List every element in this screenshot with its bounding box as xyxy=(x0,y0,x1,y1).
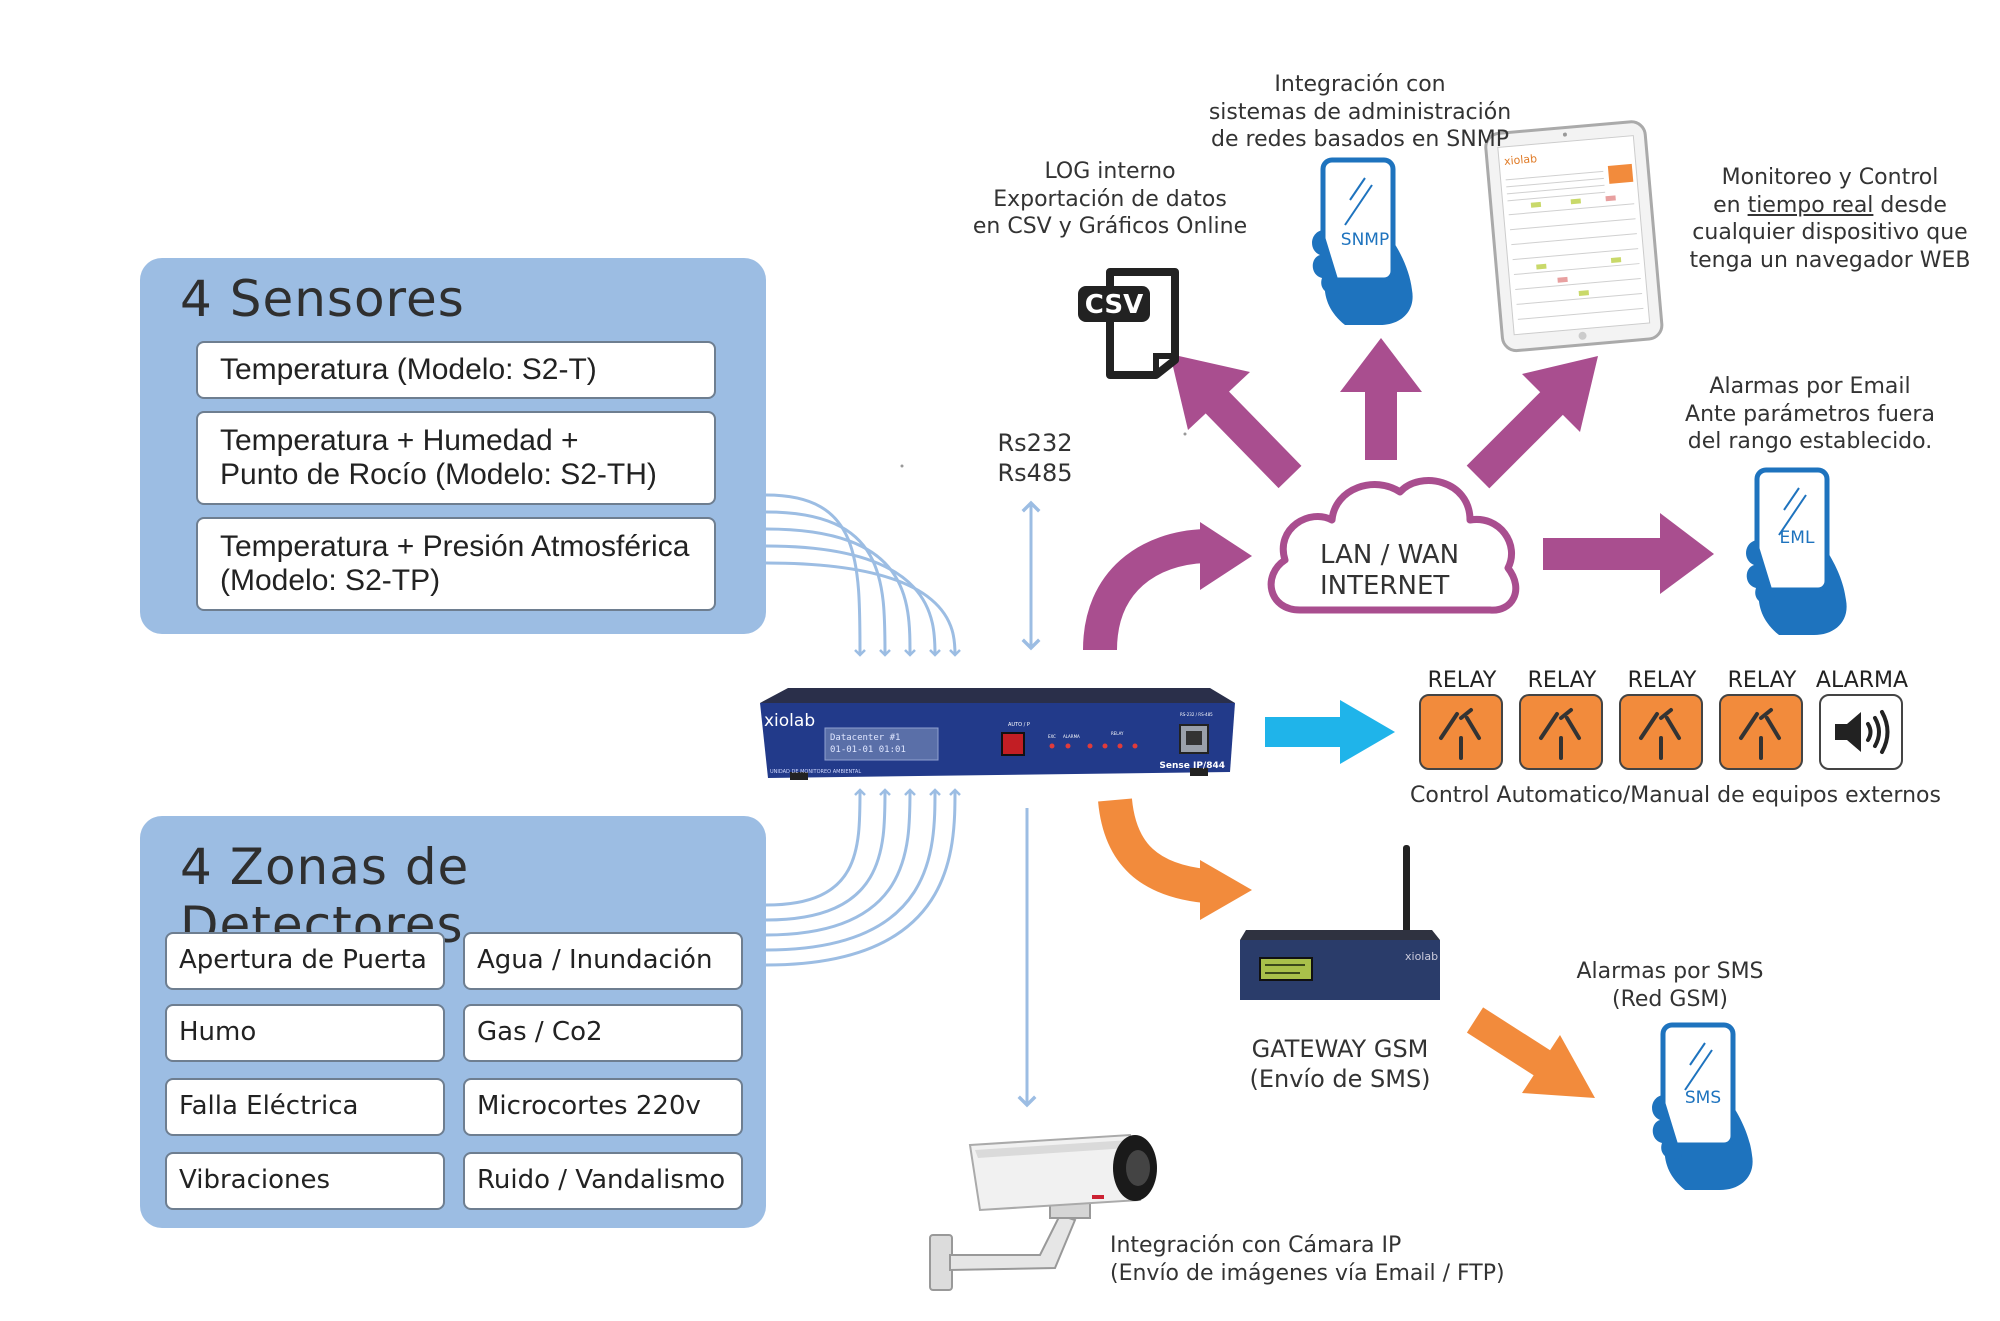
serial-rs232: Rs232 xyxy=(997,429,1073,457)
relays-caption: Control Automatico/Manual de equipos ext… xyxy=(1410,783,1941,808)
detector-item: Humo xyxy=(165,1004,445,1062)
detector-item: Falla Eléctrica xyxy=(165,1078,445,1136)
sensor-item-label: Temperatura + Humedad + xyxy=(220,423,579,457)
relay-switch-icon xyxy=(1419,694,1503,770)
tablet-brand-text: xiolab xyxy=(1503,152,1537,168)
sms-phone-text: SMS xyxy=(1685,1088,1721,1108)
purple-arrow-to-email xyxy=(1543,513,1714,594)
web-label: Monitoreo y Control en tiempo real desde… xyxy=(1689,165,1971,273)
relay-title: RELAY xyxy=(1427,668,1497,693)
sensors-title: 4 Sensores xyxy=(180,270,465,328)
detector-connection-lines xyxy=(765,788,961,967)
purple-curved-arrow-to-cloud xyxy=(1083,522,1252,651)
lcd-line-1: Datacenter #1 xyxy=(830,733,900,743)
cloud-icon xyxy=(1267,477,1520,614)
purple-arrow-to-snmp xyxy=(1340,338,1422,460)
detector-item: Microcortes 220v xyxy=(463,1078,743,1136)
device-model-text: Sense IP/844 xyxy=(1159,761,1225,771)
detector-item: Gas / Co2 xyxy=(463,1004,743,1062)
email-phone-hand-icon: EML xyxy=(1746,467,1847,635)
sensor-item-label: Temperatura + Presión Atmosférica xyxy=(220,529,690,563)
serial-rs485: Rs485 xyxy=(997,459,1073,487)
gsm-gateway-device: xiolab xyxy=(1240,845,1440,1000)
sensor-item-s2-t: Temperatura (Modelo: S2-T) xyxy=(196,341,716,399)
relay-title: RELAY xyxy=(1727,668,1797,693)
camera-label: Integración con Cámara IP (Envío de imág… xyxy=(1110,1233,1505,1286)
relay-switch-icon xyxy=(1619,694,1703,770)
snmp-phone-hand-icon: SNMP xyxy=(1312,157,1413,325)
detector-item: Vibraciones xyxy=(165,1152,445,1210)
orange-arrow-to-sms xyxy=(1466,1007,1595,1098)
sms-phone-hand-icon: SMS xyxy=(1652,1022,1753,1190)
sms-label: Alarmas por SMS (Red GSM) xyxy=(1576,959,1764,1012)
device-brand-text: xiolab xyxy=(764,711,815,731)
serial-label: Rs232 Rs485 xyxy=(995,428,1075,488)
device-port-label: RS-232 / RS-485 xyxy=(1180,712,1213,717)
snmp-label: Integración con sistemas de administraci… xyxy=(1208,72,1512,152)
purple-arrow-to-web xyxy=(1466,356,1598,489)
relay-switch-icon xyxy=(1719,694,1803,770)
purple-arrow-to-csv xyxy=(1170,354,1302,489)
cyan-arrow-to-relays xyxy=(1265,700,1395,764)
speaker-icon xyxy=(1819,694,1903,770)
gateway-brand-text: xiolab xyxy=(1405,950,1438,963)
ip-camera-icon xyxy=(929,1133,1157,1291)
dot-mark xyxy=(900,464,904,468)
cloud-label: LAN / WAN INTERNET xyxy=(1320,540,1460,602)
sensor-item-label: (Modelo: S2-TP) xyxy=(220,564,441,597)
relay-switch-icon xyxy=(1519,694,1603,770)
device-subtitle-text: UNIDAD DE MONITOREO AMBIENTAL xyxy=(770,769,861,775)
sensor-item-label: Temperatura (Modelo: S2-T) xyxy=(220,352,597,386)
detector-item: Apertura de Puerta xyxy=(165,932,445,990)
dot-mark xyxy=(1183,432,1187,436)
tablet-icon: xiolab xyxy=(1484,120,1664,353)
led-label-alarma: ALARMA xyxy=(1063,734,1080,739)
alarm-title: ALARMA xyxy=(1815,668,1909,693)
log-label: LOG interno Exportación de datos en CSV … xyxy=(972,159,1248,239)
detector-item: Ruido / Vandalismo xyxy=(463,1152,743,1210)
device-button-label: AUTO / P xyxy=(1008,722,1030,728)
detector-item: Agua / Inundación xyxy=(463,932,743,990)
csv-file-icon: CSV xyxy=(1078,268,1179,379)
sensor-item-label: Punto de Rocío (Modelo: S2-TH) xyxy=(220,458,657,491)
csv-icon-text: CSV xyxy=(1085,290,1143,320)
email-phone-text: EML xyxy=(1780,528,1815,548)
lcd-line-2: 01-01-01 01:01 xyxy=(830,745,906,755)
orange-curved-arrow-to-gateway xyxy=(1098,797,1252,920)
email-label: Alarmas por Email Ante parámetros fuera … xyxy=(1685,374,1935,454)
monitoring-device: xiolab UNIDAD DE MONITOREO AMBIENTAL Dat… xyxy=(760,688,1235,780)
led-label-relay: RELAY xyxy=(1111,731,1124,736)
sensor-item-s2-tp: Temperatura + Presión Atmosférica(Modelo… xyxy=(196,517,716,611)
relay-title: RELAY xyxy=(1527,668,1597,693)
sensor-item-s2-th: Temperatura + Humedad +Punto de Rocío (M… xyxy=(196,411,716,505)
snmp-phone-text: SNMP xyxy=(1341,230,1389,250)
led-label-exc: EXC xyxy=(1048,734,1056,739)
sensor-connection-lines xyxy=(765,493,961,657)
gateway-label: GATEWAY GSM (Envío de SMS) xyxy=(1249,1035,1431,1093)
relay-title: RELAY xyxy=(1627,668,1697,693)
